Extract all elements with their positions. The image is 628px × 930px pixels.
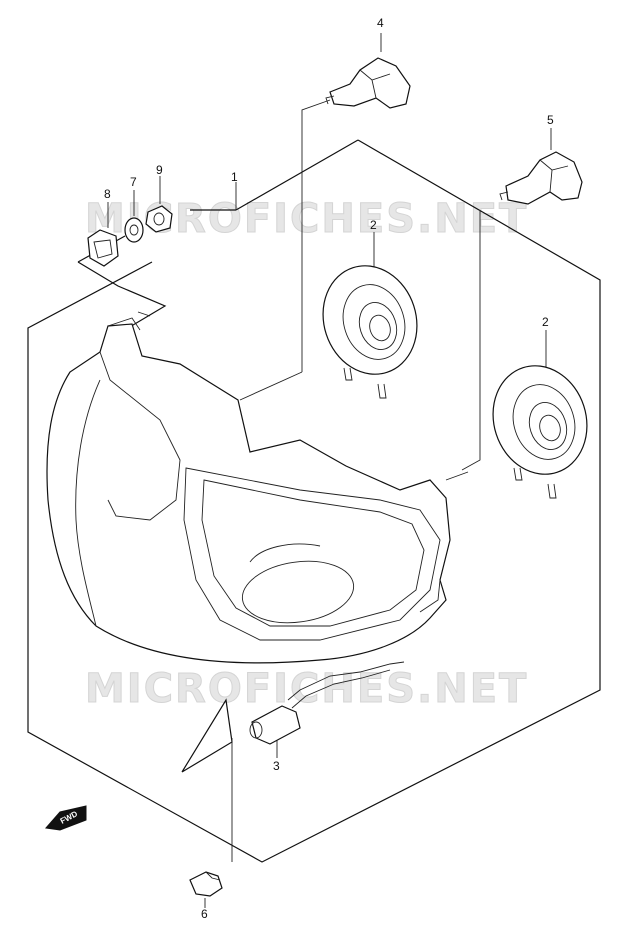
callout-8: 8 — [104, 187, 111, 201]
callout-2-lower: 2 — [542, 315, 549, 329]
lens-ring-part-2-upper — [322, 265, 418, 399]
washer-part-7 — [124, 217, 144, 243]
bulb-part-5 — [499, 151, 583, 205]
callout-5: 5 — [547, 113, 554, 127]
socket-part-8 — [87, 229, 119, 267]
watermark-bottom: MICROFICHES.NET — [85, 666, 528, 712]
bulb-part-6 — [189, 871, 223, 897]
bulb-part-4 — [325, 57, 411, 109]
callout-1: 1 — [231, 170, 238, 184]
watermark-top: MICROFICHES.NET — [85, 196, 528, 242]
wiring-socket-part-3 — [249, 661, 405, 745]
callout-9: 9 — [156, 163, 163, 177]
leader-lines — [107, 33, 552, 908]
callouts: 1 2 2 3 4 5 6 7 8 9 — [104, 16, 554, 921]
callout-2-upper: 2 — [370, 218, 377, 232]
nut-part-9 — [145, 205, 173, 233]
callout-3: 3 — [273, 759, 280, 773]
fwd-arrow-icon: FWD — [45, 805, 87, 831]
lens-ring-part-2-lower — [492, 365, 588, 499]
headlight-housing-part-1 — [46, 311, 469, 664]
callout-4: 4 — [377, 16, 384, 30]
callout-7: 7 — [130, 175, 137, 189]
assembly-boundary — [27, 139, 601, 863]
callout-6: 6 — [201, 907, 208, 921]
